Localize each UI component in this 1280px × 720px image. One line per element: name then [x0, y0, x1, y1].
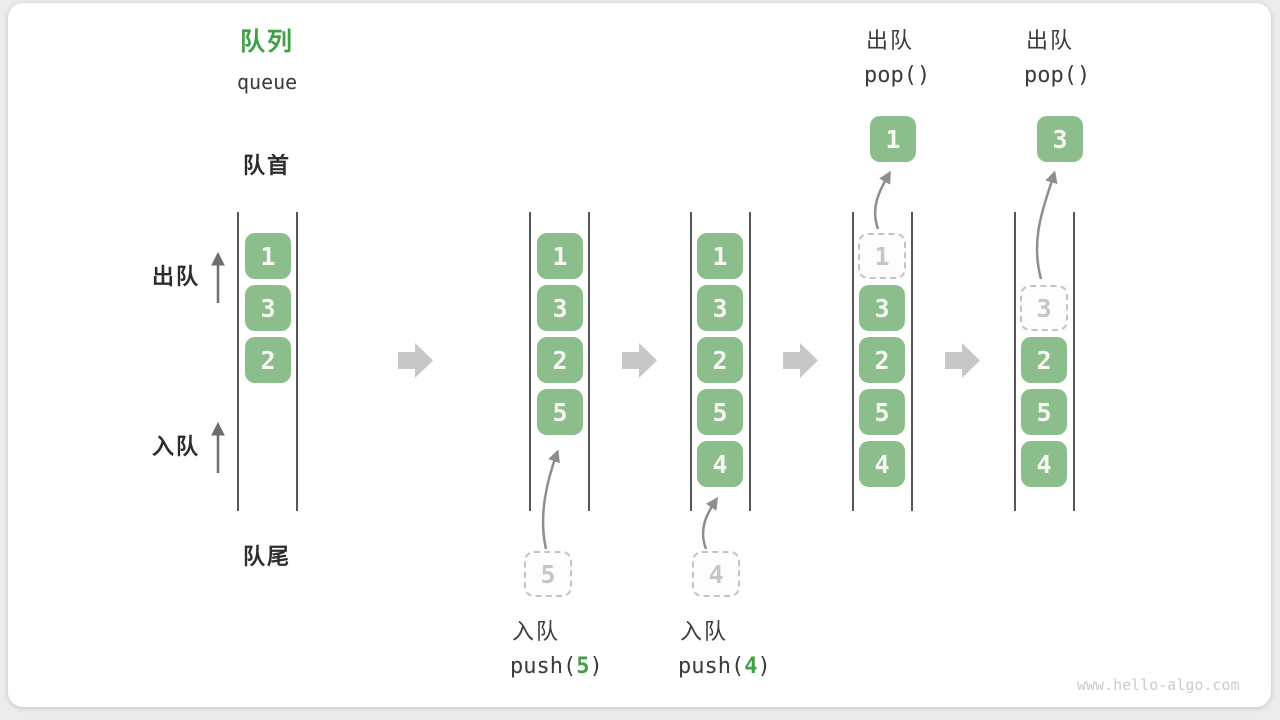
queue-channel-state4: [852, 212, 913, 511]
queue-cell: 2: [1021, 337, 1067, 383]
enqueue-op-label: 入队: [680, 619, 729, 644]
code-text: push(: [510, 654, 577, 679]
queue-rear-label: 队尾: [243, 544, 292, 569]
code-text: ): [589, 654, 603, 679]
popped-value-cell: 1: [870, 116, 916, 162]
queue-front-label: 队首: [243, 153, 292, 178]
queue-cell: 1: [697, 233, 743, 279]
queue-cell: 5: [1021, 389, 1067, 435]
queue-cell: 1: [537, 233, 583, 279]
dequeue-op-code: pop(): [864, 63, 931, 88]
code-text: push(: [678, 654, 745, 679]
watermark: www.hello-algo.com: [1077, 676, 1240, 694]
queue-cell: 2: [537, 337, 583, 383]
page-title: 队列: [240, 28, 295, 56]
enqueue-op-code: push(4): [678, 656, 771, 678]
dequeue-side-label: 出队: [152, 264, 201, 289]
staged-value-ghost: 4: [692, 551, 740, 597]
enqueue-op-code: push(5): [510, 656, 603, 678]
diagram-card: [8, 3, 1271, 707]
enqueue-op-label: 入队: [512, 619, 561, 644]
queue-cell: 4: [1021, 441, 1067, 487]
queue-cell: 5: [537, 389, 583, 435]
queue-cell: 5: [697, 389, 743, 435]
queue-channel-state5: [1014, 212, 1075, 511]
queue-channel-state3: [690, 212, 751, 511]
queue-cell: 1: [245, 233, 291, 279]
code-arg: 4: [744, 654, 758, 679]
dequeue-op-label: 出队: [1026, 28, 1075, 53]
queue-channel-state1: [237, 212, 298, 511]
queue-cell: 2: [697, 337, 743, 383]
queue-cell: 5: [859, 389, 905, 435]
queue-cell: 2: [859, 337, 905, 383]
queue-cell: 4: [697, 441, 743, 487]
queue-cell: 3: [537, 285, 583, 331]
queue-cell-ghost: 1: [858, 233, 906, 279]
queue-cell: 3: [245, 285, 291, 331]
queue-cell: 2: [245, 337, 291, 383]
queue-cell: 3: [859, 285, 905, 331]
enqueue-side-label: 入队: [152, 434, 201, 459]
page-subtitle: queue: [237, 70, 298, 94]
queue-cell: 4: [859, 441, 905, 487]
queue-cell-ghost: 3: [1020, 285, 1068, 331]
queue-cell: 3: [697, 285, 743, 331]
dequeue-op-label: 出队: [866, 28, 915, 53]
code-text: ): [757, 654, 771, 679]
code-arg: 5: [576, 654, 590, 679]
popped-value-cell: 3: [1037, 116, 1083, 162]
queue-channel-state2: [529, 212, 590, 511]
staged-value-ghost: 5: [524, 551, 572, 597]
dequeue-op-code: pop(): [1024, 63, 1091, 88]
